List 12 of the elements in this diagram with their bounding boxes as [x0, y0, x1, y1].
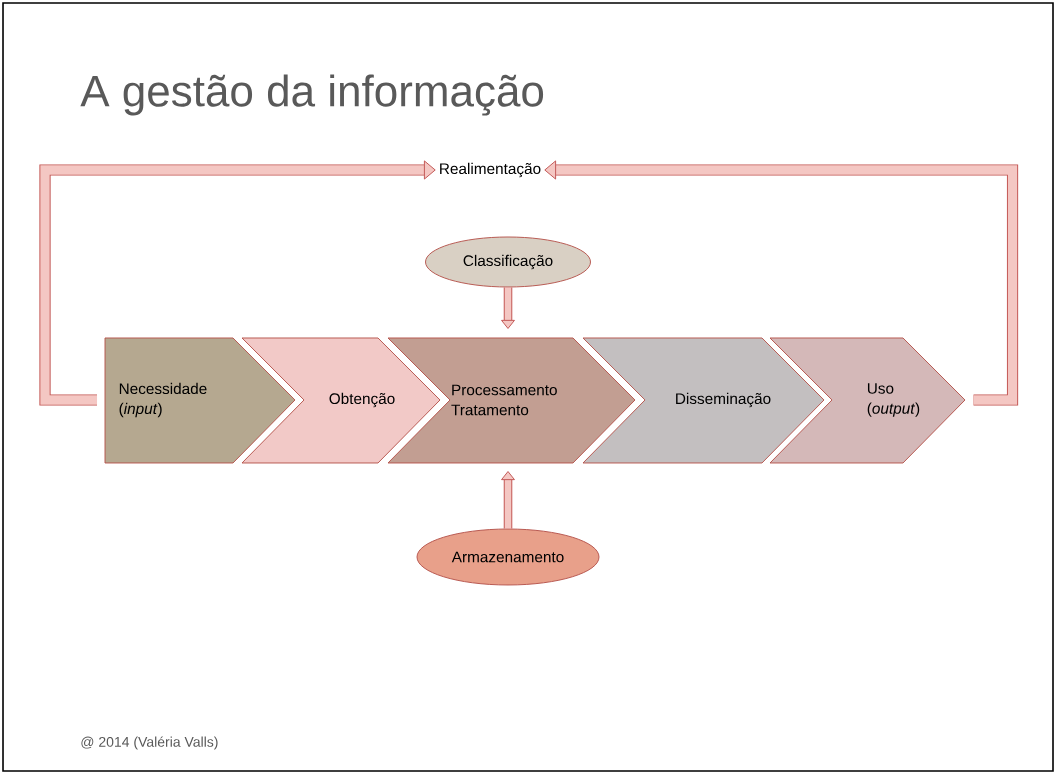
chevron-step: Disseminação	[582, 337, 825, 464]
slide-title: A gestão da informação	[80, 74, 544, 116]
copyright-note: @ 2014 (Valéria Valls)	[81, 736, 218, 750]
block-arrow	[501, 471, 515, 529]
feedback-label: Realimentação	[440, 162, 541, 178]
feedback-arrow	[544, 160, 1019, 406]
feedback-arrow	[39, 160, 436, 406]
ellipse-node: Classificação	[425, 236, 591, 288]
block-arrow	[501, 287, 515, 329]
chevron-step: Necessidade (input)	[104, 337, 296, 464]
chevron-step: Obtenção	[241, 337, 441, 464]
ellipse-node: Armazenamento	[416, 528, 600, 586]
